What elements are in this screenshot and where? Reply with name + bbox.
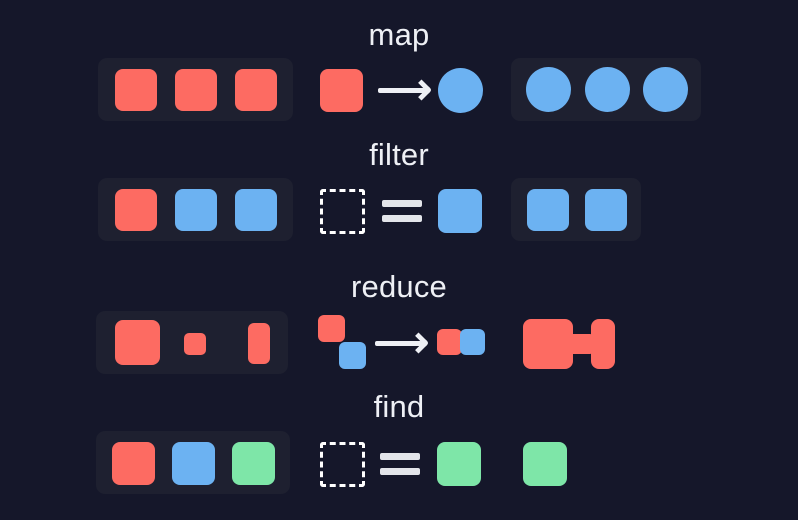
filter-equals-icon [382, 196, 422, 226]
reduce-pair-red [318, 315, 345, 342]
filter-output-item-1 [527, 189, 569, 231]
filter-input-item-3 [235, 189, 277, 231]
row-title-filter: filter [369, 137, 429, 172]
reduce-input-item-1 [115, 320, 160, 365]
find-output [523, 431, 583, 494]
filter-input-item-2 [175, 189, 217, 231]
find-equals-icon [380, 449, 420, 479]
reduce-input-item-2 [184, 333, 206, 355]
find-input-panel [96, 431, 290, 494]
filter-operator-placeholder [320, 189, 365, 234]
map-input-item-1 [115, 69, 157, 111]
row-map: map [0, 0, 798, 130]
row-title-reduce: reduce [351, 269, 447, 304]
reduce-output [523, 311, 623, 374]
reduce-result-blue [460, 329, 485, 355]
row-reduce: reduce [0, 252, 798, 382]
filter-input-panel [98, 178, 293, 241]
map-output-panel [511, 58, 701, 121]
filter-output-item-2 [585, 189, 627, 231]
row-title-map: map [368, 17, 430, 52]
row-find: find [0, 371, 798, 506]
find-input-item-1 [112, 442, 155, 485]
row-filter: filter [0, 119, 798, 249]
find-input-item-2 [172, 442, 215, 485]
map-operator-source [320, 69, 363, 112]
reduce-input-panel [96, 311, 288, 374]
find-output-item-1 [523, 442, 567, 486]
map-input-item-3 [235, 69, 277, 111]
map-arrow-icon [378, 76, 433, 104]
map-operator-result [438, 68, 483, 113]
reduce-combo-block [523, 319, 573, 369]
find-operator-match [437, 442, 481, 486]
reduce-operator [318, 311, 488, 374]
reduce-operator-result-pair [437, 329, 485, 355]
filter-output-panel [511, 178, 641, 241]
filter-operator-match [438, 189, 482, 233]
filter-operator [320, 178, 485, 241]
row-title-find: find [373, 389, 425, 424]
reduce-combo-connector [567, 334, 595, 354]
map-input-item-2 [175, 69, 217, 111]
reduce-output-combined-shape [523, 319, 615, 369]
find-input-item-3 [232, 442, 275, 485]
find-operator-placeholder [320, 442, 365, 487]
reduce-arrow-icon [375, 329, 430, 357]
reduce-pair-blue [339, 342, 366, 369]
reduce-result-red [437, 329, 462, 355]
map-output-item-2 [585, 67, 630, 112]
filter-input-item-1 [115, 189, 157, 231]
reduce-input-item-3 [248, 323, 270, 364]
reduce-combo-tail [591, 319, 615, 369]
reduce-operator-input-pair [318, 315, 366, 369]
map-output-item-1 [526, 67, 571, 112]
map-operator [320, 58, 485, 121]
map-input-panel [98, 58, 293, 121]
find-operator [320, 431, 485, 494]
map-output-item-3 [643, 67, 688, 112]
